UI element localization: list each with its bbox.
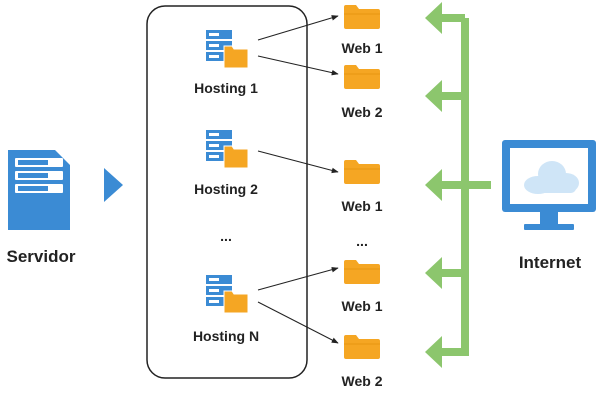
web-label: Web 2 <box>341 373 383 389</box>
web-label: Web 1 <box>341 40 383 56</box>
green-arrow <box>425 336 465 368</box>
hosting-1-icon <box>206 30 249 69</box>
hosting-2-icon <box>206 130 249 169</box>
server-label: Servidor <box>6 247 76 266</box>
connector-h2-web1 <box>257 150 339 174</box>
green-arrow <box>425 2 465 34</box>
hosting-web-connectors <box>257 15 339 344</box>
hosting-n-icon <box>206 275 249 314</box>
web-folder-icon <box>344 65 380 89</box>
web-label: Web 2 <box>341 104 383 120</box>
web-folder-icon <box>344 5 380 29</box>
hosting-label: Hosting 2 <box>194 181 258 197</box>
hosting-ellipsis: ... <box>220 228 232 244</box>
cloud-icon <box>524 161 579 194</box>
web-folder-icon <box>344 260 380 284</box>
connector-h1-web1 <box>257 15 339 41</box>
green-arrow <box>425 257 465 289</box>
web-folder-icon <box>344 160 380 184</box>
monitor-cloud-icon <box>502 140 596 230</box>
web-folder-icon <box>344 335 380 359</box>
green-arrow <box>425 169 465 201</box>
hosting-container <box>146 5 308 379</box>
connector-hn-web1 <box>257 266 339 291</box>
connector-hn-web2 <box>257 301 339 344</box>
web-ellipsis: ... <box>356 233 368 249</box>
web-label: Web 1 <box>341 298 383 314</box>
green-arrow <box>425 80 465 112</box>
web-label: Web 1 <box>341 198 383 214</box>
connector-h1-web2 <box>257 55 339 76</box>
server-icon <box>8 150 70 230</box>
hosting-label: Hosting 1 <box>194 80 258 96</box>
internet-bus <box>425 2 491 368</box>
hosting-label: Hosting N <box>192 328 260 344</box>
internet-label: Internet <box>518 253 582 272</box>
server-to-hostings-arrow <box>104 168 123 202</box>
